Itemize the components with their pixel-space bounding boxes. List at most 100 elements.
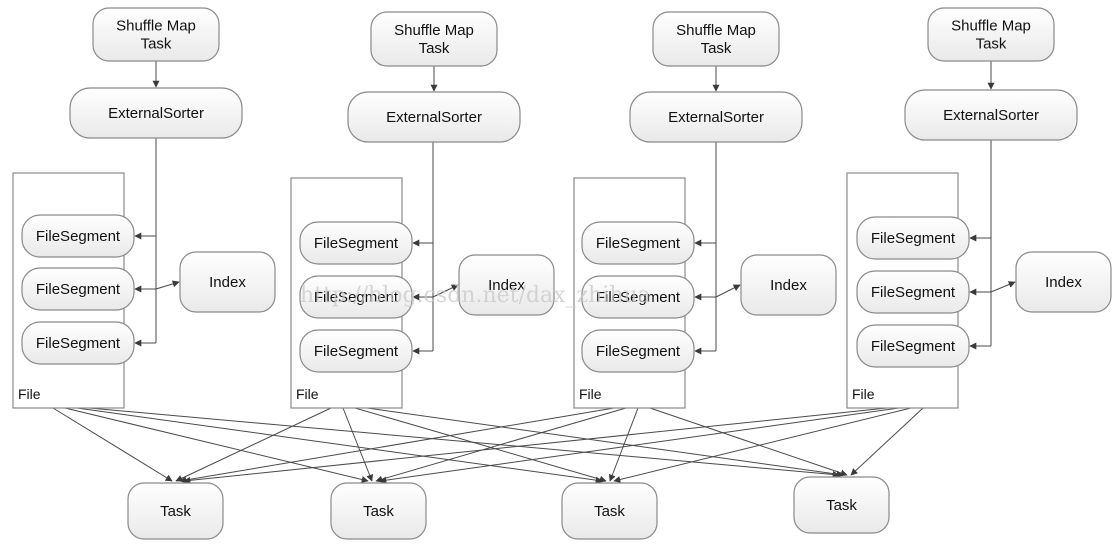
file-3-to-task-3-edge bbox=[608, 407, 639, 482]
file-segment-3-3-label: FileSegment bbox=[596, 343, 681, 360]
file-segment-1-1-shape bbox=[21, 214, 135, 258]
file-segment-4-3: FileSegment bbox=[856, 324, 970, 368]
file-segment-3-1-shape bbox=[581, 221, 695, 265]
file-3-to-task-1-edge bbox=[179, 407, 615, 484]
file-2-to-task-2-edge bbox=[342, 407, 373, 482]
index-box-1-label: Index bbox=[209, 274, 246, 291]
reduce-task-3: Task bbox=[561, 482, 658, 540]
reduce-task-1-shape bbox=[127, 482, 224, 540]
file-segment-4-2-shape bbox=[856, 270, 970, 314]
file-segment-4-3-shape bbox=[856, 324, 970, 368]
edges-layer bbox=[52, 61, 1016, 484]
reduce-task-2: Task bbox=[330, 482, 427, 540]
index-box-4-shape bbox=[1015, 251, 1112, 313]
index-box-4: Index bbox=[1015, 251, 1112, 313]
file-segment-4-1-shape bbox=[856, 216, 970, 260]
external-sorter-2: ExternalSorter bbox=[347, 91, 521, 143]
trunk-to-index-edge-1 bbox=[155, 280, 180, 290]
file-segment-2-2: FileSegment bbox=[299, 275, 413, 319]
file-label-2: File bbox=[296, 386, 319, 402]
reduce-task-4-shape bbox=[793, 476, 890, 534]
file-segment-4-1-label: FileSegment bbox=[871, 230, 956, 247]
file-segment-1-3: FileSegment bbox=[21, 321, 135, 365]
file-label-4: File bbox=[852, 386, 875, 402]
file-1-to-task-2-edge bbox=[64, 407, 369, 483]
file-2-to-task-1-edge bbox=[175, 407, 332, 482]
file-3-to-task-4-edge bbox=[649, 407, 848, 477]
file-segment-2-3-label: FileSegment bbox=[314, 343, 399, 360]
reduce-task-4-label: Task bbox=[826, 497, 857, 514]
file-segment-3-3-shape bbox=[581, 329, 695, 373]
shuffle-map-task-1-shape bbox=[92, 7, 220, 62]
index-box-2: Index bbox=[458, 254, 555, 316]
reduce-task-2-label: Task bbox=[363, 503, 394, 520]
external-sorter-1: ExternalSorter bbox=[69, 87, 243, 139]
file-segment-4-2-label: FileSegment bbox=[871, 284, 956, 301]
external-sorter-4-shape bbox=[904, 89, 1078, 141]
external-sorter-2-label: ExternalSorter bbox=[386, 109, 482, 126]
file-segment-2-1: FileSegment bbox=[299, 221, 413, 265]
file-segment-4-2: FileSegment bbox=[856, 270, 970, 314]
shuffle-map-task-2-shape bbox=[370, 11, 498, 67]
file-segment-1-2: FileSegment bbox=[21, 267, 135, 311]
file-segment-1-1: FileSegment bbox=[21, 214, 135, 258]
reduce-task-3-shape bbox=[561, 482, 658, 540]
watermark-text: http://blog.csdn.net/dax_zhihua bbox=[300, 283, 651, 308]
file-segment-1-1-label: FileSegment bbox=[36, 228, 121, 245]
file-segment-4-1: FileSegment bbox=[856, 216, 970, 260]
file-segment-4-3-label: FileSegment bbox=[871, 338, 956, 355]
reduce-task-2-shape bbox=[330, 482, 427, 540]
reduce-task-3-label: Task bbox=[594, 503, 625, 520]
file-segment-3-1-label: FileSegment bbox=[596, 235, 681, 252]
index-box-3: Index bbox=[740, 254, 837, 316]
file-segment-1-2-label: FileSegment bbox=[36, 281, 121, 298]
file-segment-3-2: FileSegment bbox=[581, 275, 695, 319]
external-sorter-1-label: ExternalSorter bbox=[108, 105, 204, 122]
trunk-to-index-edge-4 bbox=[990, 281, 1016, 293]
file-1-to-task-4-edge bbox=[88, 407, 840, 478]
file-4-to-task-4-edge bbox=[850, 407, 924, 476]
file-segment-3-2-shape bbox=[581, 275, 695, 319]
external-sorter-4: ExternalSorter bbox=[904, 89, 1078, 141]
external-sorter-3: ExternalSorter bbox=[629, 91, 803, 143]
file-segment-2-3: FileSegment bbox=[299, 329, 413, 373]
index-box-1-shape bbox=[179, 251, 276, 313]
file-segment-3-1: FileSegment bbox=[581, 221, 695, 265]
index-box-1: Index bbox=[179, 251, 276, 313]
file-segment-2-1-shape bbox=[299, 221, 413, 265]
index-box-2-shape bbox=[458, 254, 555, 316]
file-label-1: File bbox=[18, 386, 41, 402]
external-sorter-3-label: ExternalSorter bbox=[668, 109, 764, 126]
index-box-3-label: Index bbox=[770, 277, 807, 294]
external-sorter-3-shape bbox=[629, 91, 803, 143]
index-box-4-label: Index bbox=[1045, 274, 1082, 291]
index-box-3-shape bbox=[740, 254, 837, 316]
external-sorter-1-shape bbox=[69, 87, 243, 139]
file-1-to-task-3-edge bbox=[76, 407, 603, 484]
shuffle-map-task-4-shape bbox=[927, 7, 1055, 62]
file-4-to-task-2-edge bbox=[379, 407, 900, 484]
file-4-to-task-3-edge bbox=[613, 407, 912, 483]
external-sorter-2-shape bbox=[347, 91, 521, 143]
file-segment-2-2-label: FileSegment bbox=[314, 289, 399, 306]
file-segment-2-1-label: FileSegment bbox=[314, 235, 399, 252]
file-segment-1-2-shape bbox=[21, 267, 135, 311]
external-sorter-4-label: ExternalSorter bbox=[943, 107, 1039, 124]
file-2-to-task-4-edge bbox=[366, 407, 844, 478]
file-segment-1-3-label: FileSegment bbox=[36, 335, 121, 352]
file-2-to-task-3-edge bbox=[354, 407, 607, 483]
index-box-2-label: Index bbox=[488, 277, 525, 294]
file-3-to-task-2-edge bbox=[375, 407, 627, 483]
reduce-task-1-label: Task bbox=[160, 503, 191, 520]
shuffle-map-task-3-shape bbox=[652, 11, 780, 67]
